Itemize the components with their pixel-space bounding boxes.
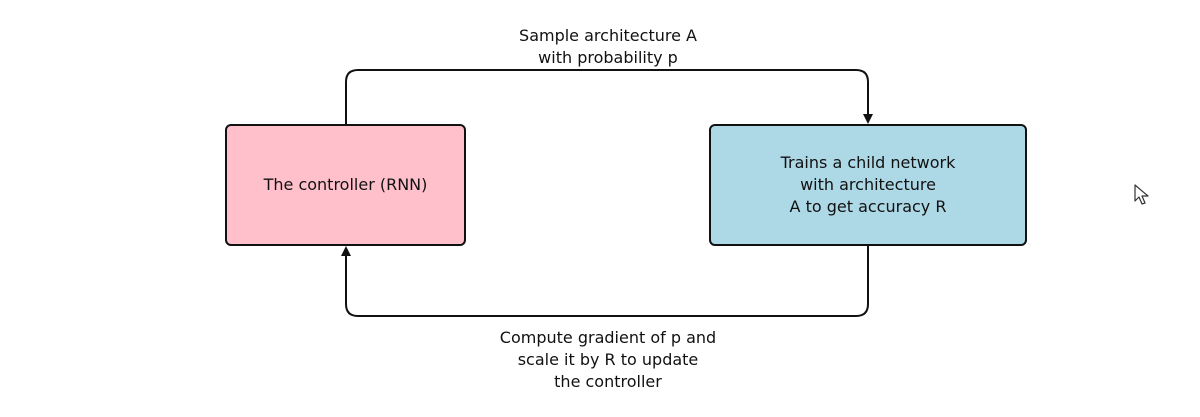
edge-sample-arrow xyxy=(345,69,873,124)
controller-node: The controller (RNN) xyxy=(225,124,466,246)
child-network-node: Trains a child network with architecture… xyxy=(709,124,1027,246)
update-edge-label: Compute gradient of p and scale it by R … xyxy=(499,328,717,391)
mouse-pointer-icon xyxy=(1134,184,1150,206)
edge-update-arrow xyxy=(341,246,869,317)
sample-edge-label: Sample architecture A with probability p xyxy=(519,26,697,67)
